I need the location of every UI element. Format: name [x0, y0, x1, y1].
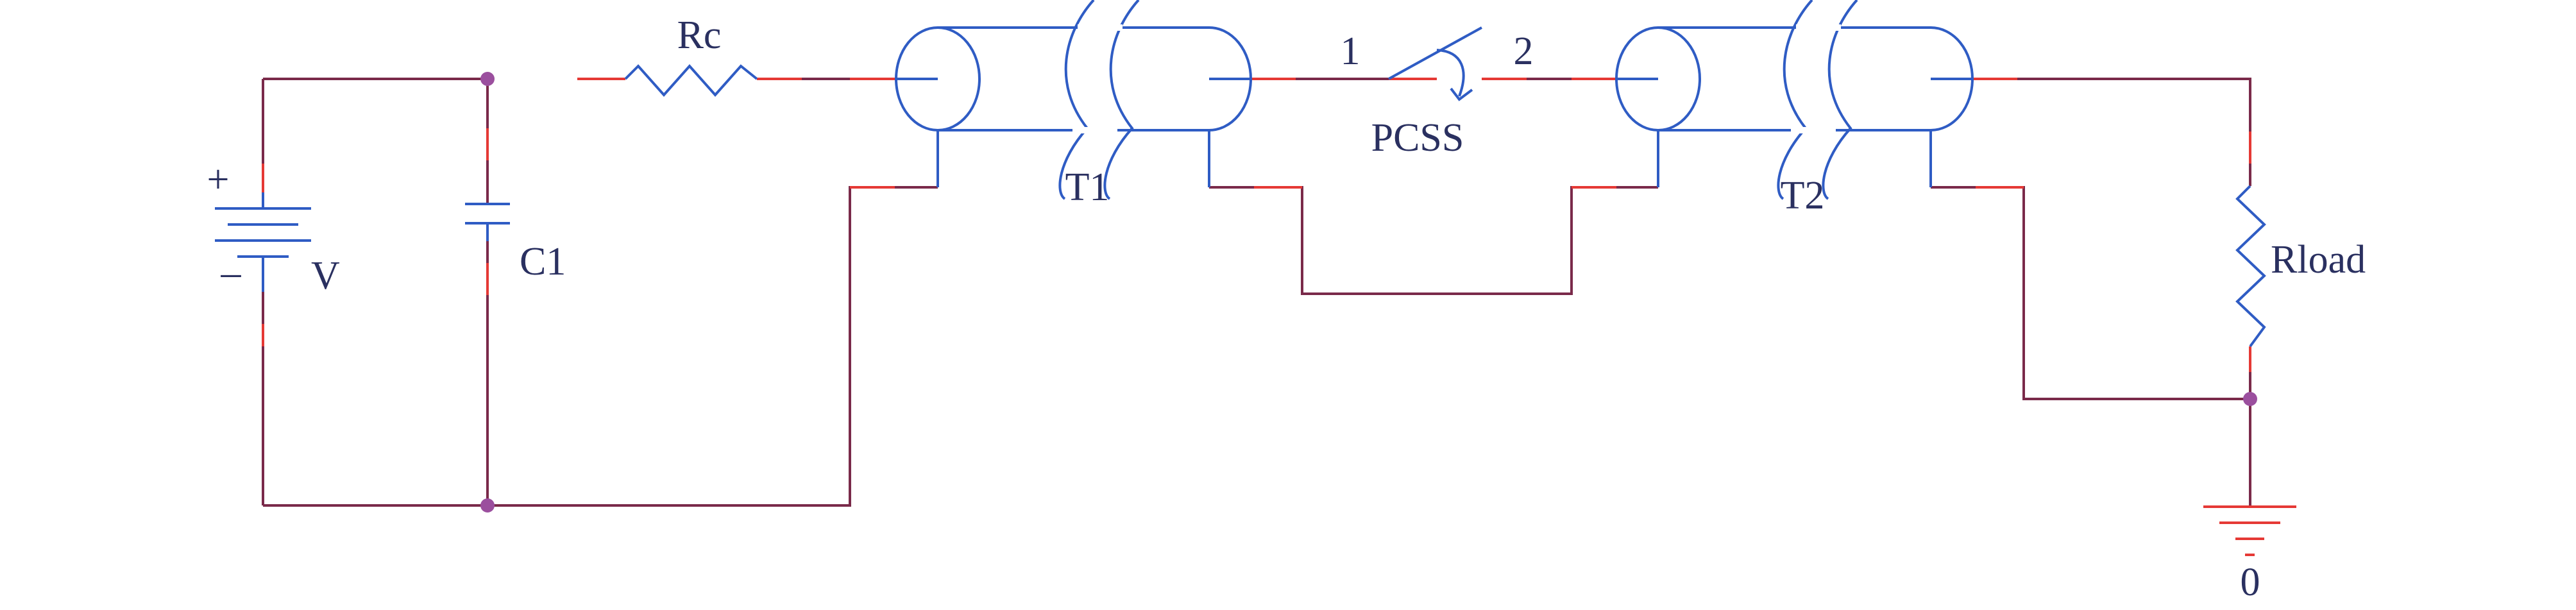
battery-v	[215, 192, 311, 292]
t1-break-gap	[1072, 127, 1117, 133]
ground-symbol	[2203, 505, 2296, 556]
ground-label: 0	[2241, 561, 2260, 604]
resistor-rc-label: Rc	[677, 13, 722, 57]
t2-break-gap	[1791, 127, 1836, 133]
battery-plus-sign: +	[207, 158, 230, 201]
t1-break-mark	[1058, 0, 1095, 200]
t2-break-gap	[1796, 24, 1841, 31]
capacitor-c1	[465, 203, 510, 241]
capacitor-label: C1	[520, 240, 566, 284]
rload-label: Rload	[2271, 238, 2366, 282]
t1-label: T1	[1065, 165, 1110, 209]
battery-minus-sign: –	[221, 251, 242, 294]
junction-dot	[480, 498, 495, 513]
resistor-rc	[624, 64, 758, 97]
junction-dot	[480, 72, 495, 86]
t2-break-mark	[1777, 0, 1813, 200]
wire-bottom	[263, 186, 938, 507]
pin-highlights	[262, 78, 2251, 372]
battery-label: V	[311, 254, 340, 298]
wire-t2-rload	[1972, 78, 2251, 186]
wire-t2-shield	[1931, 186, 2250, 400]
pcss-switch	[1388, 26, 1482, 101]
pcss-label: PCSS	[1371, 116, 1464, 160]
junction-dot	[2243, 392, 2257, 406]
transmission-line-t2	[1615, 0, 1974, 200]
resistor-rload	[2235, 185, 2266, 348]
pcss-node-1-label: 1	[1341, 30, 1360, 73]
wires	[262, 78, 2251, 507]
t1-break-gap	[1078, 24, 1123, 31]
wire-shield-link	[1209, 186, 1658, 295]
junctions	[480, 72, 2257, 513]
t2-label: T2	[1781, 174, 1825, 217]
pcss-node-2-label: 2	[1514, 30, 1534, 73]
